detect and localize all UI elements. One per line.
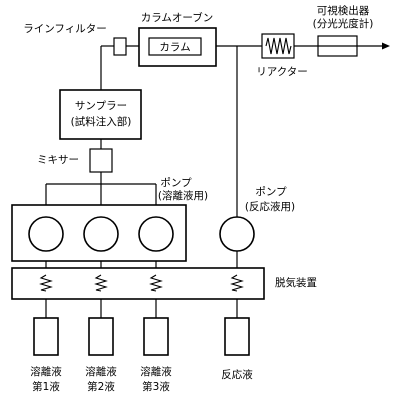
outlet-arrowhead xyxy=(382,42,390,50)
degasser-box xyxy=(11,267,265,300)
eluent-3-label-line2: 第3液 xyxy=(142,380,170,393)
eluent-3-label-line1: 溶離液 xyxy=(140,365,172,378)
reactor-label: リアクター xyxy=(256,66,308,78)
line-filter-label: ラインフィルター xyxy=(23,23,106,35)
degasser-coils xyxy=(39,274,244,292)
pump-reaction-label-line2: (反応液用) xyxy=(245,200,295,213)
reaction-liquid-label: 反応液 xyxy=(221,368,253,381)
degasser-coil-icon xyxy=(94,274,108,292)
sampler-label-line1: サンプラー xyxy=(75,100,127,112)
column-box xyxy=(148,37,202,56)
eluent-2-label-line2: 第2液 xyxy=(87,380,115,393)
sampler-label-line2: (試料注入部) xyxy=(71,115,132,128)
reaction-pump xyxy=(219,216,255,252)
reaction-liquid-bottle xyxy=(224,317,250,356)
degasser-coil-icon xyxy=(149,274,163,292)
reactor-coil-icon xyxy=(265,37,292,55)
pump-elution-label-line1: ポンプ xyxy=(160,177,192,189)
detector-label-line1: 可視検出器 xyxy=(317,4,370,17)
sampler-box xyxy=(59,89,142,140)
detector-label-line2: (分光光度計) xyxy=(313,17,374,30)
eluent-1-label-line1: 溶離液 xyxy=(30,365,62,378)
mixer-label: ミキサー xyxy=(37,154,79,166)
eluent-1-label-line2: 第1液 xyxy=(32,380,60,393)
column-oven-label: カラムオーブン xyxy=(141,11,214,24)
elution-pump-1 xyxy=(28,216,64,252)
degasser-coil-icon xyxy=(230,274,244,292)
degasser-label: 脱気装置 xyxy=(275,276,317,289)
pump-elution-label-line2: (溶離液用) xyxy=(158,189,208,202)
column-label: カラム xyxy=(159,42,190,54)
mixer-box xyxy=(89,148,113,173)
pump-reaction-label-line1: ポンプ xyxy=(255,186,287,198)
eluent-1-bottle xyxy=(33,317,59,356)
line-filter-box xyxy=(113,37,127,56)
eluent-3-bottle xyxy=(143,317,169,356)
degasser-coil-icon xyxy=(39,274,53,292)
elution-pump-2 xyxy=(83,216,119,252)
eluent-2-bottle xyxy=(88,317,114,356)
elution-pump-3 xyxy=(138,216,174,252)
eluent-2-label-line1: 溶離液 xyxy=(85,365,117,378)
